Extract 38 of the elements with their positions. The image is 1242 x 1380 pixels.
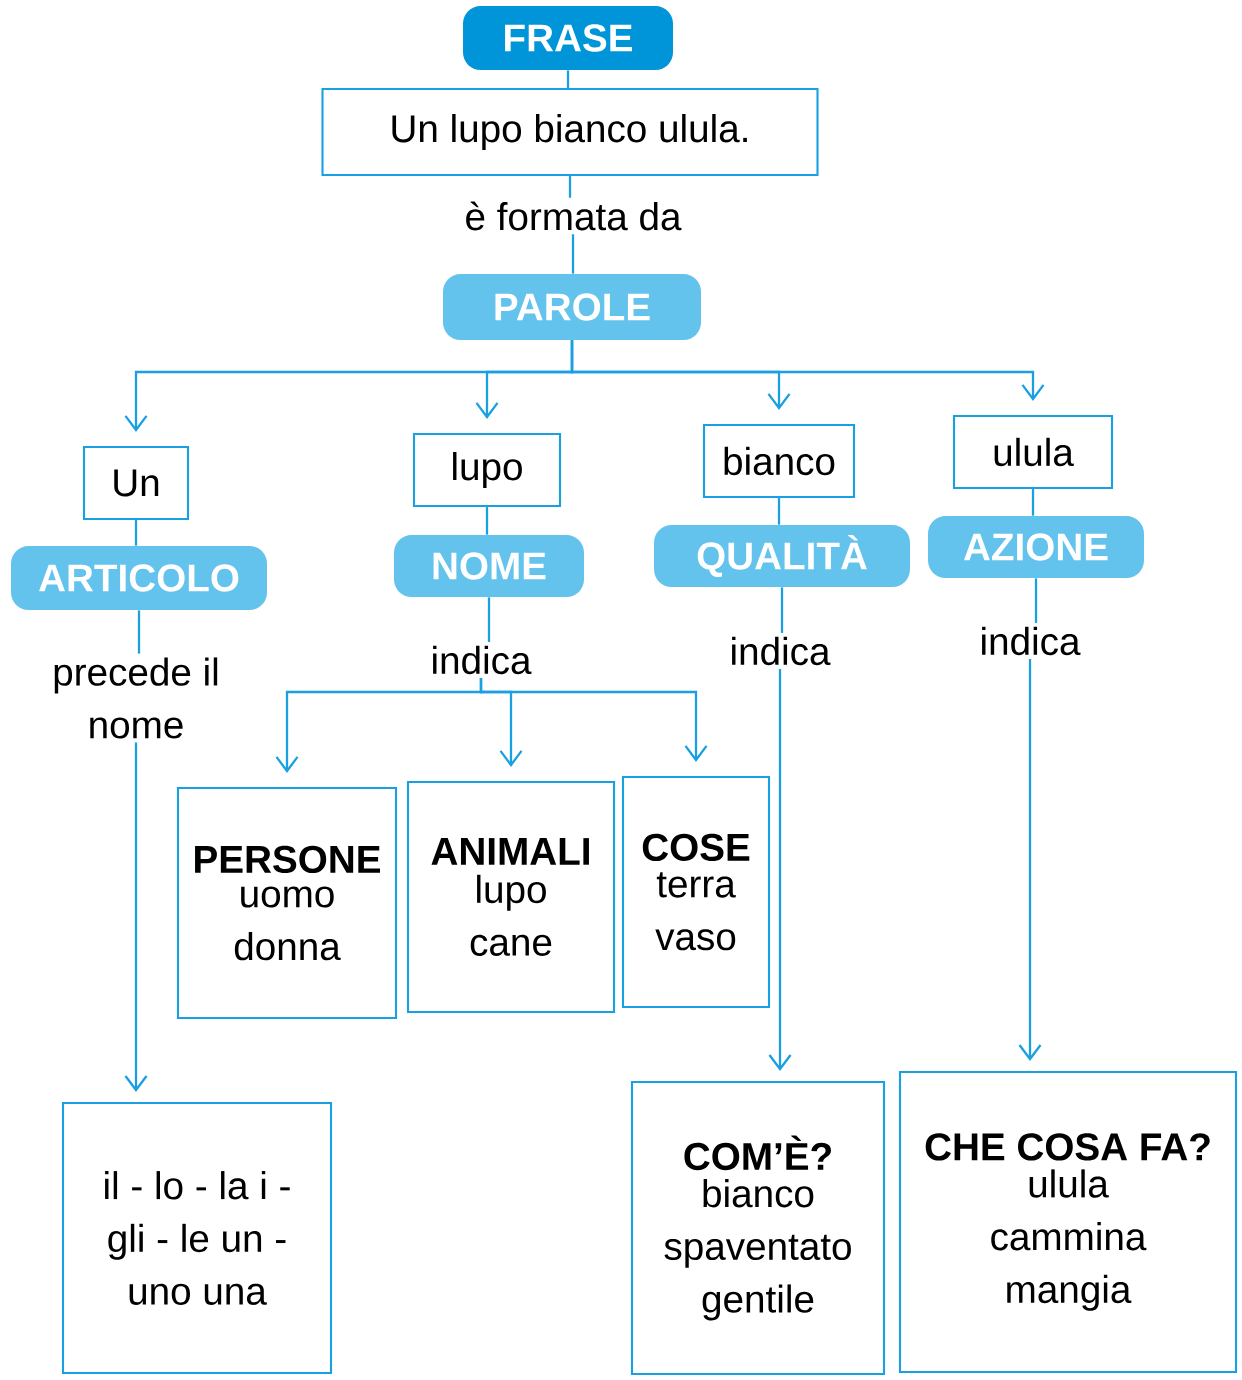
arrow	[1018, 659, 1042, 1061]
connector-line	[777, 498, 781, 525]
connector-line	[137, 610, 141, 654]
category-box: QUALITÀ	[654, 525, 910, 587]
connector-text: indica	[982, 626, 1081, 656]
word-box: Un	[82, 445, 190, 521]
example-box: PERSONE uomo donna	[176, 786, 398, 1020]
connector-line	[1031, 489, 1035, 516]
example-box: il - lo - la i - gli - le un - uno una	[61, 1101, 333, 1375]
arrow	[570, 340, 1045, 401]
word-box: Un lupo bianco ulula.	[321, 87, 819, 177]
connector-text: è formata da	[466, 201, 682, 231]
example-box: COM’È? bianco spaventato gentile	[630, 1080, 886, 1376]
connector-text: indica	[732, 636, 831, 666]
connector-line	[134, 520, 138, 546]
category-box: NOME	[394, 535, 584, 597]
word-box: lupo	[412, 432, 562, 508]
connector-line	[485, 507, 489, 535]
connector-line	[780, 587, 784, 633]
title-box: FRASE	[463, 6, 673, 70]
connector-text: indica	[433, 645, 532, 675]
example-box: ANIMALI lupo cane	[406, 780, 616, 1014]
arrow	[124, 742, 148, 1092]
category-box: AZIONE	[928, 516, 1144, 578]
category-box: ARTICOLO	[11, 546, 267, 610]
word-box: ulula	[952, 414, 1114, 490]
connector-line	[566, 70, 570, 88]
word-box: bianco	[702, 423, 856, 499]
connector-line	[1034, 578, 1038, 623]
example-box: CHE COSA FA? ulula cammina mangia	[898, 1070, 1238, 1374]
arrow	[479, 678, 708, 762]
connector-line	[568, 176, 572, 198]
example-box: COSE terra vaso	[621, 775, 771, 1009]
connector-line	[571, 234, 575, 274]
category-box: PAROLE	[443, 274, 701, 340]
connector-line	[487, 597, 491, 642]
arrow	[768, 669, 792, 1071]
connector-text: precede il nome	[54, 657, 218, 739]
